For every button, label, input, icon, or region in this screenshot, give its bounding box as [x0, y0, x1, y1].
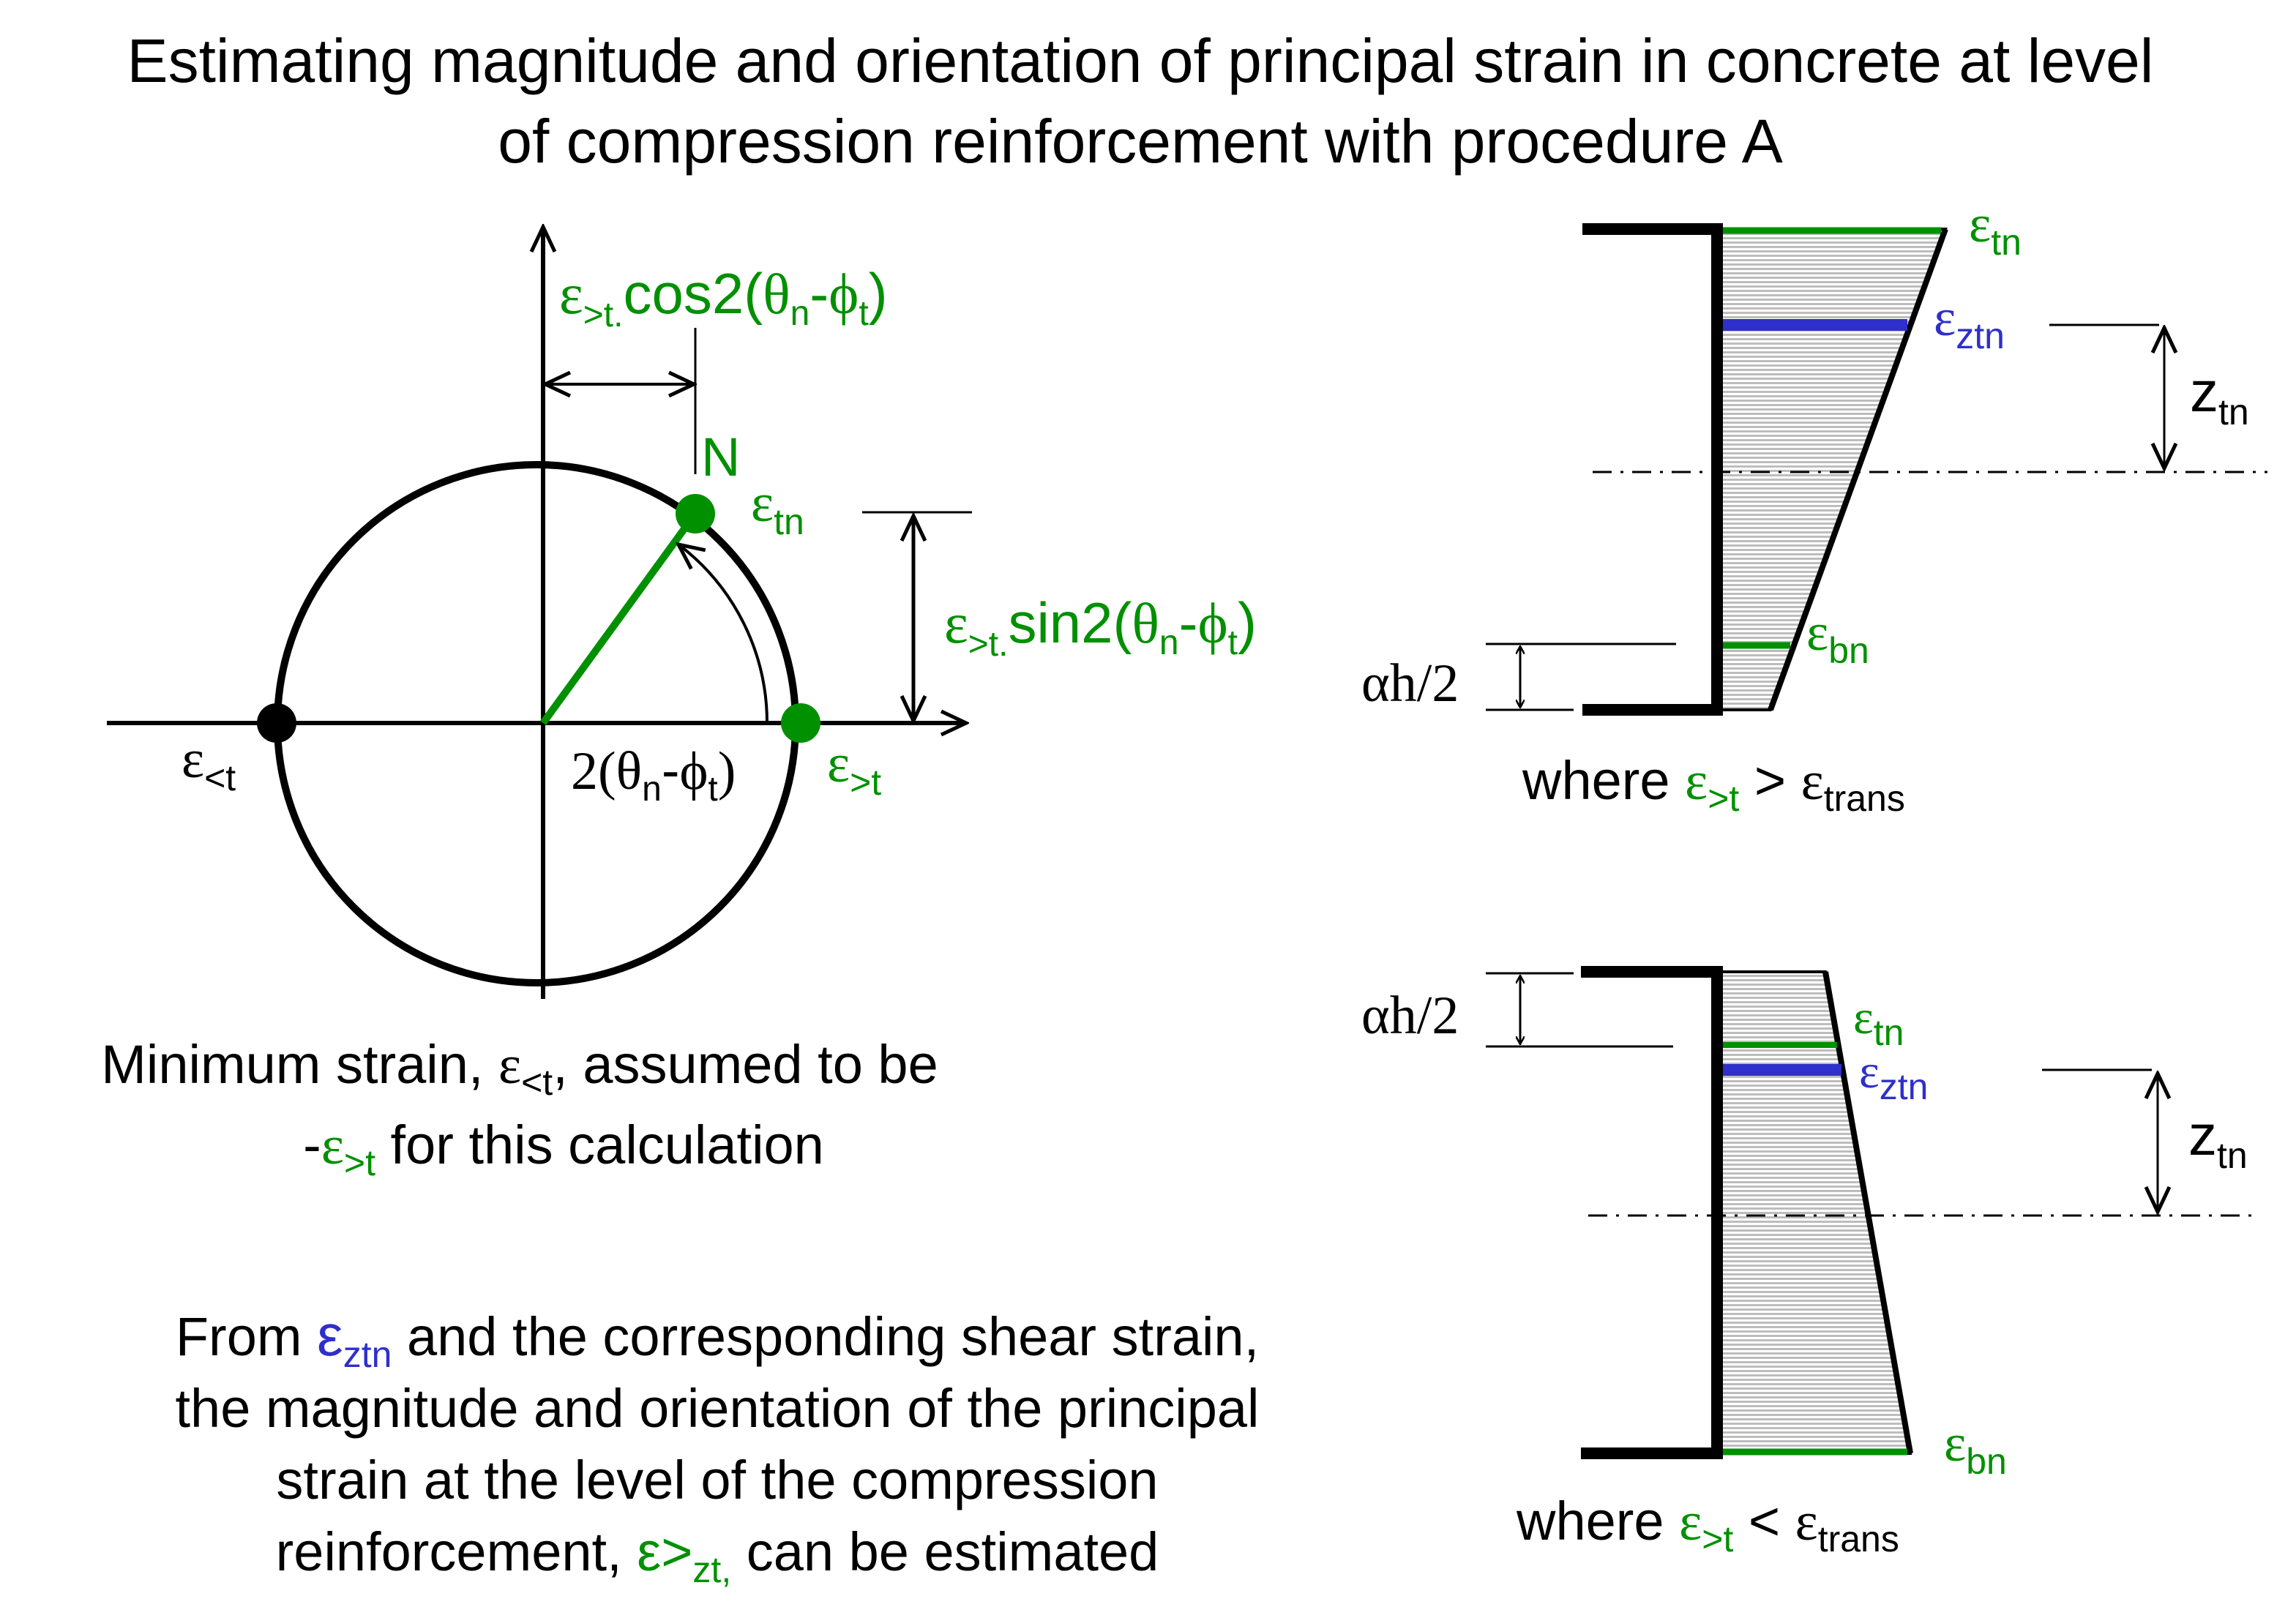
section-diagram-bottom: αh/2 εtn εztn ztn εbn where ε>t < εtrans — [1361, 966, 2254, 1559]
alpha-label-bottom: αh/2 — [1361, 986, 1459, 1046]
radius-line — [539, 512, 699, 725]
title-line-1: Estimating magnitude and orientation of … — [127, 26, 2154, 95]
eps-ztn-label-bottom: εztn — [1859, 1045, 1928, 1107]
caption-from-line-1: From εztn and the corresponding shear st… — [176, 1303, 1259, 1375]
caption-from-line-4: reinforcement, ε>zt, can be estimated — [276, 1521, 1159, 1590]
where-label-top: where ε>t > εtrans — [1522, 750, 1905, 819]
eps-bn-label-top: εbn — [1806, 603, 1869, 671]
eps-min-label: ε<t — [182, 730, 236, 798]
eps-bn-label-bottom: εbn — [1944, 1414, 2007, 1482]
section-outline-top — [1582, 223, 1723, 716]
caption-min-line-1: Minimum strain, ε<t, assumed to be — [101, 1034, 938, 1103]
where-label-bottom: where ε>t < εtrans — [1516, 1491, 1899, 1559]
title: Estimating magnitude and orientation of … — [127, 26, 2154, 176]
eps-tn-label-top: εtn — [1969, 195, 2022, 263]
caption-min-line-2: -ε>t for this calculation — [303, 1115, 824, 1183]
angle-label: 2(θn-ϕt) — [571, 740, 736, 809]
cos-label: ε>t.cos2(θn-ϕt) — [559, 261, 888, 334]
z-tn-label-top: ztn — [2190, 359, 2249, 432]
caption-from-line-2: the magnitude and orientation of the pri… — [175, 1378, 1259, 1439]
point-n — [676, 494, 715, 533]
strain-profile-edge-top — [1768, 228, 1948, 711]
alpha-label-top: αh/2 — [1361, 653, 1459, 714]
eps-tn-label-bottom: εtn — [1853, 991, 1904, 1053]
section-diagram-top: εtn εztn ztn εbn αh/2 where ε>t > εtrans — [1361, 195, 2267, 819]
mohr-circle-diagram: ε>t.cos2(θn-ϕt) N εtn ε>t.sin2(θn-ϕt) ε<… — [107, 227, 1257, 999]
sin-label: ε>t.sin2(θn-ϕt) — [944, 591, 1257, 664]
point-eps-max — [781, 703, 820, 743]
title-line-2: of compression reinforcement with proced… — [498, 107, 1783, 176]
point-eps-min — [257, 703, 296, 743]
strain-profile-edge-bottom — [1822, 971, 1913, 1454]
caption-principal-strain: From εztn and the corresponding shear st… — [175, 1303, 1259, 1590]
z-tn-label-bottom: ztn — [2188, 1103, 2248, 1176]
caption-minimum-strain: Minimum strain, ε<t, assumed to be -ε>t … — [101, 1034, 938, 1183]
eps-max-label: ε>t — [827, 734, 881, 803]
point-n-label: N — [701, 427, 740, 487]
caption-from-line-3: strain at the level of the compression — [276, 1450, 1158, 1510]
eps-tn-label: εtn — [751, 473, 804, 542]
section-outline-bottom — [1581, 966, 1723, 1459]
eps-ztn-label-top: εztn — [1934, 288, 2005, 356]
angle-arc — [678, 544, 769, 724]
